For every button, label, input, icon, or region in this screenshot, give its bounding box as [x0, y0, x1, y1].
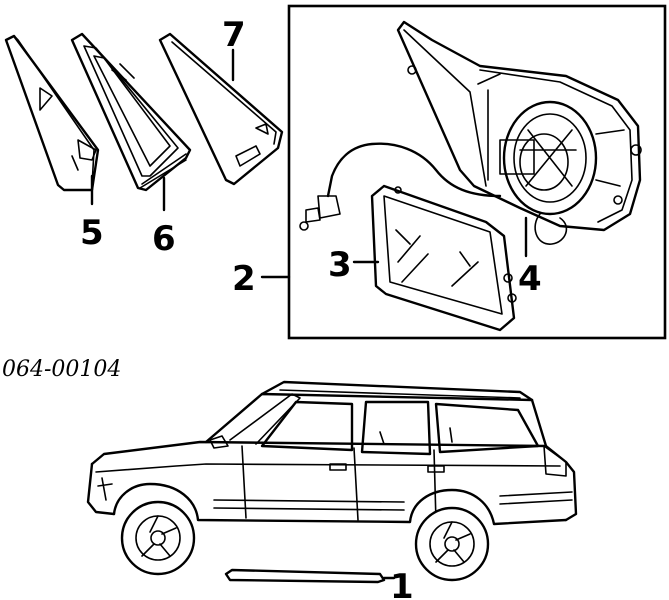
callout-1: 1 — [390, 567, 414, 600]
mirror-assembly-frame — [287, 4, 667, 340]
callout-3: 3 — [328, 245, 352, 285]
mirror-housing — [396, 20, 642, 245]
callout-6: 6 — [152, 219, 176, 259]
part-6-gasket-frame — [70, 32, 192, 192]
part-1-side-moulding — [224, 568, 386, 584]
mirror-glass — [370, 184, 517, 332]
callout-7: 7 — [222, 15, 246, 55]
part-7-inner-cover — [158, 32, 284, 186]
callout-4: 4 — [518, 259, 542, 299]
callout-2: 2 — [232, 259, 256, 299]
callout-5: 5 — [80, 213, 104, 253]
reference-number: 064-00104 — [2, 357, 121, 382]
vehicle-side-view — [86, 380, 578, 582]
part-5-triangle-cover — [4, 34, 100, 192]
wiring-harness — [299, 142, 502, 231]
